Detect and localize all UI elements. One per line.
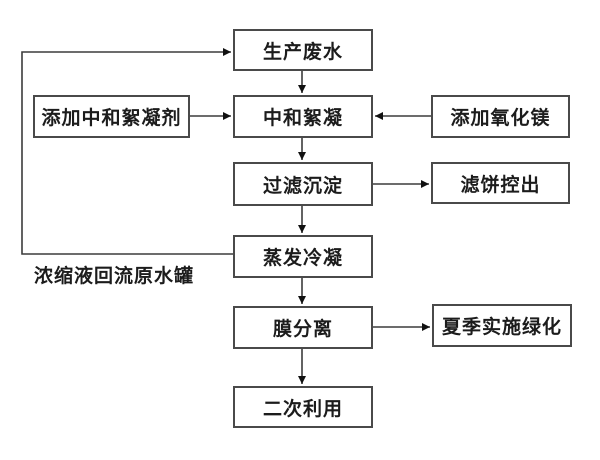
- node-add-neutralizing-flocculant: 添加中和絮凝剂: [33, 95, 190, 138]
- node-filter-cake-discharge: 滤饼控出: [431, 162, 570, 204]
- node-production-wastewater: 生产废水: [233, 29, 373, 71]
- node-membrane-separation: 膜分离: [233, 306, 373, 349]
- node-add-magnesium-oxide: 添加氧化镁: [431, 95, 570, 138]
- node-secondary-use: 二次利用: [233, 386, 373, 428]
- node-evaporation-condensation: 蒸发冷凝: [233, 235, 373, 278]
- arrow-recycle-concentrate-to-production: [21, 48, 233, 255]
- recycle-edge-label: 浓缩液回流原水罐: [34, 265, 195, 287]
- node-filtration-sedimentation: 过滤沉淀: [233, 162, 373, 206]
- node-neutralization-flocculation: 中和絮凝: [233, 95, 373, 138]
- node-summer-greening: 夏季实施绿化: [432, 304, 572, 347]
